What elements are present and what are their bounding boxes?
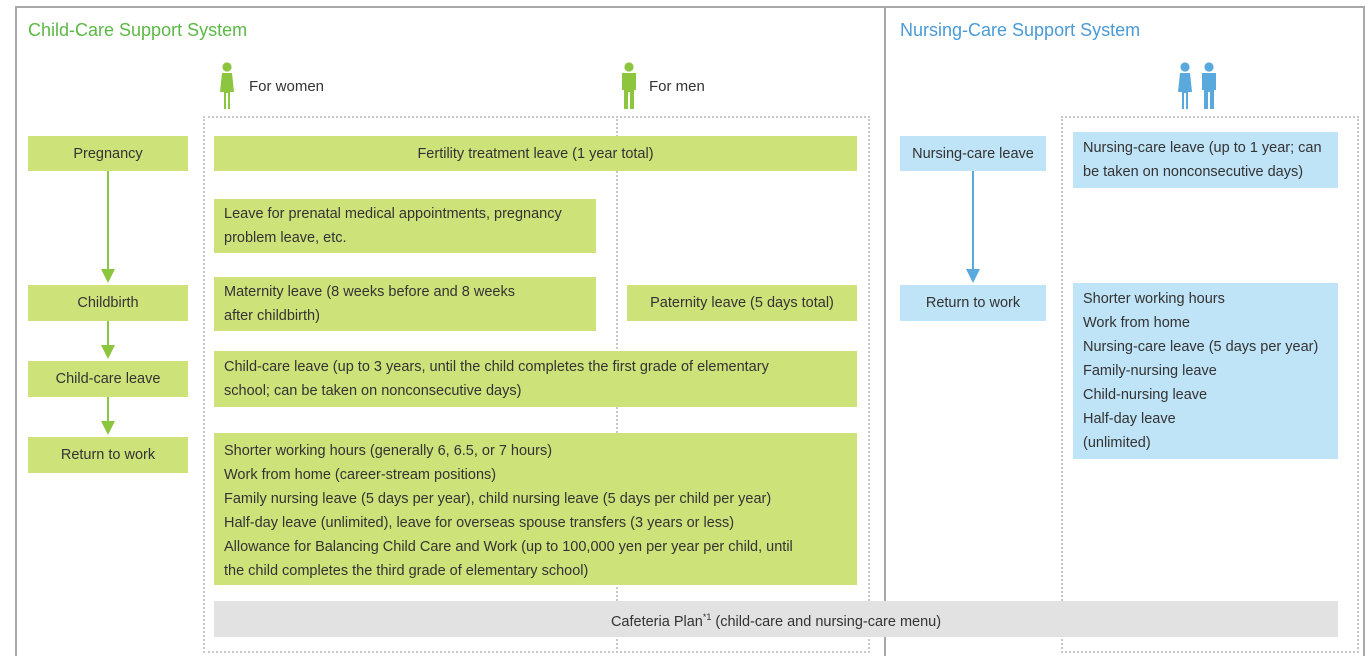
cafeteria-plan-box: Cafeteria Plan*1 (child-care and nursing… bbox=[214, 601, 1338, 637]
woman-icon bbox=[217, 62, 237, 110]
legend-men-label: For men bbox=[649, 78, 705, 95]
list-item: Allowance for Balancing Child Care and W… bbox=[224, 539, 793, 555]
footnote-marker: *1 bbox=[702, 611, 712, 622]
childcare-leave-box: Child-care leave (up to 3 years, until t… bbox=[214, 351, 857, 407]
maternity-leave-line: after childbirth) bbox=[224, 308, 320, 324]
cafeteria-plan-label: Cafeteria Plan bbox=[610, 613, 703, 630]
cafeteria-plan-desc: (child-care and nursing-care menu) bbox=[711, 613, 942, 630]
arrow-down-icon bbox=[101, 321, 115, 361]
man-icon bbox=[619, 62, 639, 110]
prenatal-leave-line: Leave for prenatal medical appointments,… bbox=[224, 206, 562, 222]
nursing-return-options-box: Shorter working hours Work from home Nur… bbox=[1073, 283, 1338, 459]
list-item: (unlimited) bbox=[1083, 435, 1151, 451]
list-item: Shorter working hours (generally 6, 6.5,… bbox=[224, 443, 553, 459]
stage-childbirth: Childbirth bbox=[28, 285, 188, 321]
prenatal-leave-box: Leave for prenatal medical appointments,… bbox=[214, 199, 596, 253]
nursing-leave-line: be taken on nonconsecutive days) bbox=[1083, 164, 1304, 180]
nursing-title: Nursing-Care Support System bbox=[900, 20, 1141, 40]
list-item: Family-nursing leave bbox=[1083, 363, 1217, 379]
maternity-leave-box: Maternity leave (8 weeks before and 8 we… bbox=[214, 277, 596, 331]
list-item: Half-day leave (unlimited), leave for ov… bbox=[224, 515, 735, 531]
childcare-leave-line: Child-care leave (up to 3 years, until t… bbox=[224, 359, 769, 375]
maternity-leave-line: Maternity leave (8 weeks before and 8 we… bbox=[224, 284, 515, 300]
stage-childcare-leave: Child-care leave bbox=[28, 361, 188, 397]
list-item: Half-day leave bbox=[1083, 411, 1176, 427]
nursing-leave-box: Nursing-care leave (up to 1 year; can be… bbox=[1073, 132, 1338, 188]
nursing-options-column bbox=[1061, 116, 1359, 653]
list-item: Nursing-care leave (5 days per year) bbox=[1083, 339, 1319, 355]
stage-return-to-work: Return to work bbox=[28, 437, 188, 473]
stage-pregnancy: Pregnancy bbox=[28, 136, 188, 171]
list-item: Work from home bbox=[1083, 315, 1190, 331]
list-item: Shorter working hours bbox=[1083, 291, 1225, 307]
arrow-down-icon bbox=[966, 171, 980, 285]
childcare-title: Child-Care Support System bbox=[28, 20, 248, 40]
woman-and-man-icon bbox=[1173, 62, 1223, 110]
arrow-down-icon bbox=[101, 397, 115, 437]
prenatal-leave-line: problem leave, etc. bbox=[224, 230, 347, 246]
return-to-work-options-box: Shorter working hours (generally 6, 6.5,… bbox=[214, 433, 857, 585]
legend-women-label: For women bbox=[249, 78, 325, 95]
stage-nursing-care-leave: Nursing-care leave bbox=[900, 136, 1046, 171]
stage-nursing-return-to-work: Return to work bbox=[900, 285, 1046, 321]
list-item: the child completes the third grade of e… bbox=[224, 563, 589, 579]
list-item: Work from home (career-stream positions) bbox=[224, 467, 497, 483]
fertility-leave-box: Fertility treatment leave (1 year total) bbox=[214, 136, 857, 171]
nursing-panel bbox=[884, 6, 1365, 656]
list-item: Child-nursing leave bbox=[1083, 387, 1208, 403]
nursing-leave-line: Nursing-care leave (up to 1 year; can bbox=[1083, 140, 1322, 156]
arrow-down-icon bbox=[101, 171, 115, 285]
list-item: Family nursing leave (5 days per year), … bbox=[224, 491, 772, 507]
childcare-leave-line: school; can be taken on nonconsecutive d… bbox=[224, 383, 522, 399]
paternity-leave-box: Paternity leave (5 days total) bbox=[627, 285, 857, 321]
